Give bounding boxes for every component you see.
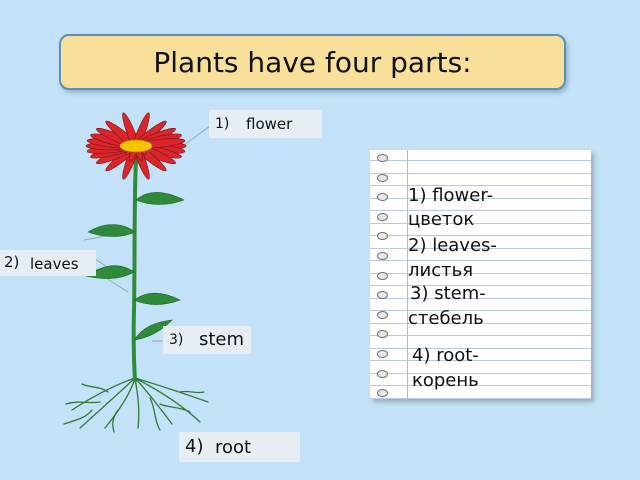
notebook-spiral-hole: [377, 212, 388, 221]
roots: [63, 377, 209, 433]
notebook-line-6: стебель: [408, 308, 484, 329]
notebook-line-8: корень: [412, 370, 479, 391]
title-banner: Plants have four parts:: [59, 34, 566, 90]
flower: [85, 112, 187, 180]
notebook-rule-line: [370, 222, 591, 224]
notebook-rule-line: [370, 247, 591, 249]
notebook-rule-line: [370, 360, 591, 361]
flower-word: flower: [246, 115, 293, 133]
notebook-rule-line: [370, 285, 591, 286]
notebook-rule-line: [370, 372, 591, 374]
flower-number: 1): [215, 116, 230, 132]
notebook-rule-line: [370, 397, 591, 399]
notebook-margin-line: [407, 150, 408, 399]
notebook-spiral-hole: [377, 271, 388, 280]
notebook-rule-line: [370, 335, 591, 336]
notebook-rule-line: [370, 260, 591, 261]
notebook-spiral-hole: [377, 252, 388, 260]
leaves: [85, 192, 185, 341]
notebook-spiral-hole: [377, 154, 388, 162]
notebook-spiral-hole: [377, 330, 388, 339]
flower-label: 1) flower: [209, 110, 322, 138]
notebook-rule-line: [370, 347, 591, 349]
notebook-rule-line: [370, 197, 591, 199]
notebook-line-1: 1) flower-: [408, 185, 494, 206]
root-label: 4) root: [179, 432, 300, 462]
notebook-rule-line: [370, 235, 591, 236]
stem-label: 3) stem: [163, 326, 251, 354]
notebook-rule-line: [370, 310, 591, 311]
notebook-spiral-hole: [377, 232, 388, 241]
stem: [131, 157, 138, 383]
notebook-spiral-hole: [377, 193, 388, 202]
notebook-spiral-hole: [377, 350, 388, 358]
notebook-spiral-hole: [377, 389, 388, 398]
notebook-rule-line: [370, 297, 591, 299]
notebook-rule-line: [370, 185, 591, 186]
stem-word: stem: [199, 329, 245, 350]
leaves-word: leaves: [30, 255, 79, 273]
flower-center: [119, 139, 153, 153]
notebook-page: [370, 150, 591, 399]
root-number: 4): [185, 436, 204, 457]
notebook-rule-line: [370, 322, 591, 324]
notebook-line-2: цветок: [408, 209, 475, 230]
notebook-rule-line: [370, 385, 591, 386]
notebook-line-4: листья: [408, 260, 474, 281]
notebook-spiral-hole: [377, 173, 388, 182]
page-title: Plants have four parts:: [153, 45, 472, 79]
root-word: root: [215, 437, 252, 458]
leaves-label: 2) leaves: [0, 250, 96, 276]
notebook-spiral-hole: [377, 291, 388, 300]
notebook-rule-line: [370, 210, 591, 211]
notebook-line-7: 4) root-: [412, 345, 479, 366]
notebook-rule-line: [370, 272, 591, 274]
notebook-line-5: 3) stem-: [410, 283, 486, 304]
stem-number: 3): [169, 332, 184, 348]
notebook-line-3: 2) leaves-: [408, 235, 497, 256]
notebook-rule-line: [370, 160, 591, 161]
notebook-rule-line: [370, 172, 591, 174]
notebook-spiral-hole: [377, 310, 388, 319]
notebook-spiral-hole: [377, 369, 388, 378]
leaves-number: 2): [4, 253, 20, 271]
flower-pointer-line: [182, 125, 211, 147]
